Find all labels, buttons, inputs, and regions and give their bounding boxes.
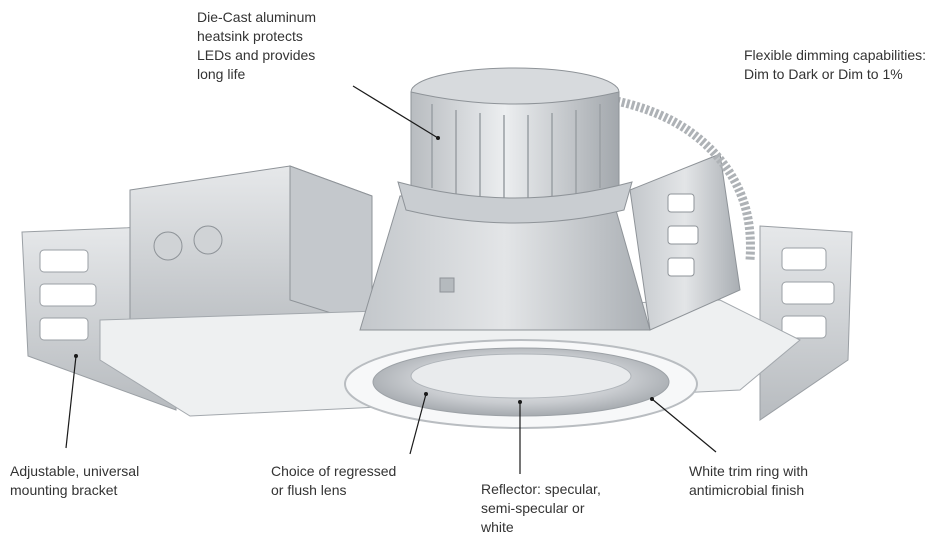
bracket-callout: Adjustable, universal mounting bracket [10,463,140,498]
reflector-callout: Reflector: specular, semi-specular or wh… [481,481,601,535]
lens [410,353,632,399]
bracket-leader-line [65,355,77,449]
leader-dots [74,136,654,404]
dimming-callout: Flexible dimming capabilities: Dim to Da… [744,47,927,82]
leader-lines [65,85,717,474]
heatsink [397,67,633,224]
heatsink-callout: Die-Cast aluminum heatsink protects LEDs… [197,9,317,82]
right-mounting-bracket [759,225,853,421]
lens-callout: Choice of regressed or flush lens [271,463,397,498]
lens-leader-line [409,393,427,455]
heatsink-leader-line [352,85,439,139]
trim-leader-line [651,398,717,453]
trim-ring [344,339,698,429]
trim-ring-callout: White trim ring with antimicrobial finis… [689,463,809,498]
